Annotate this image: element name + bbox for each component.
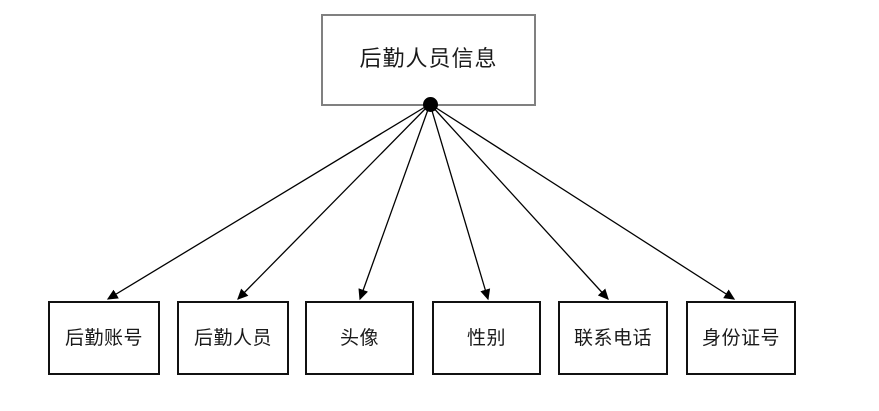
connector-node-dot [423,97,438,112]
root-node[interactable]: 后勤人员信息 [321,14,536,106]
leaf-node-label: 性别 [466,326,506,349]
leaf-node-label: 后勤账号 [64,326,143,349]
edge-to-leaf-0 [106,103,431,300]
root-node-label: 后勤人员信息 [359,46,498,72]
leaf-node-gender[interactable]: 性别 [432,301,541,375]
edge-to-leaf-1 [237,103,431,300]
leaf-node-staff[interactable]: 后勤人员 [177,301,289,375]
edge-group [106,103,736,301]
leaf-node-label: 身份证号 [701,326,780,349]
leaf-node-label: 头像 [339,326,379,349]
edge-to-leaf-4 [429,103,609,300]
leaf-node-account[interactable]: 后勤账号 [48,301,160,375]
leaf-node-label: 联系电话 [573,326,652,349]
leaf-node-label: 后勤人员 [193,326,272,349]
edge-to-leaf-2 [358,103,431,301]
edge-to-leaf-5 [429,103,736,300]
leaf-node-phone[interactable]: 联系电话 [558,301,668,375]
leaf-node-avatar[interactable]: 头像 [305,301,414,375]
leaf-node-id-number[interactable]: 身份证号 [686,301,796,375]
edge-to-leaf-3 [429,103,491,301]
